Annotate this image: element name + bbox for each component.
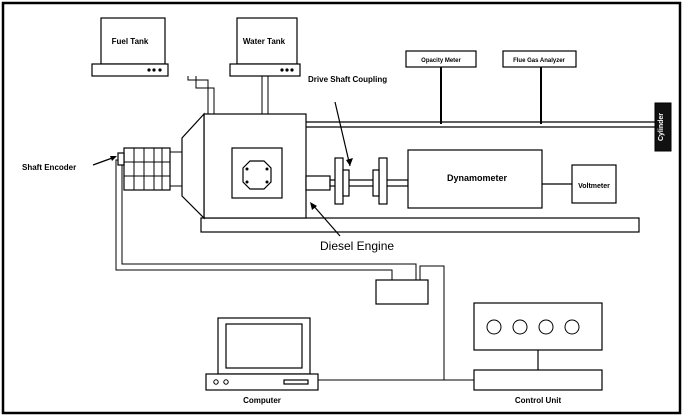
opacity-meter-label: Opacity Meter — [421, 58, 461, 64]
dynamometer: Dynamometer — [407, 149, 572, 209]
flue-gas-analyzer-label: Flue Gas Analyzer — [513, 58, 565, 64]
computer: Computer — [205, 317, 319, 405]
cylinder-label: Cylinder — [658, 113, 665, 141]
voltmeter-label: Voltmeter — [578, 183, 610, 190]
shaft-encoder: Shaft Encoder — [22, 152, 125, 172]
control-unit-label: Control Unit — [515, 396, 562, 405]
base-platform — [200, 217, 640, 233]
water-tank: Water Tank — [229, 17, 301, 77]
diesel-engine-annotation: Diesel Engine — [310, 202, 394, 253]
fuel-tank-label: Fuel Tank — [112, 37, 149, 46]
opacity-meter: Opacity Meter — [405, 50, 477, 124]
data-acquisition-box — [375, 279, 429, 305]
cylinder: Cylinder — [654, 102, 672, 152]
shaft-encoder-label: Shaft Encoder — [22, 163, 76, 172]
control-unit: Control Unit — [473, 302, 603, 405]
computer-label: Computer — [243, 396, 281, 405]
flue-gas-analyzer: Flue Gas Analyzer — [502, 50, 577, 124]
diesel-engine — [123, 112, 331, 220]
drive-shaft-coupling-label: Drive Shaft Coupling — [308, 75, 387, 84]
dynamometer-label: Dynamometer — [447, 173, 508, 183]
drive-shaft-coupling — [329, 101, 409, 205]
fuel-tank: Fuel Tank — [91, 17, 169, 77]
water-tank-label: Water Tank — [243, 37, 286, 46]
diesel-engine-label: Diesel Engine — [320, 239, 394, 253]
signal-cables — [115, 159, 539, 381]
voltmeter: Voltmeter — [571, 164, 617, 204]
